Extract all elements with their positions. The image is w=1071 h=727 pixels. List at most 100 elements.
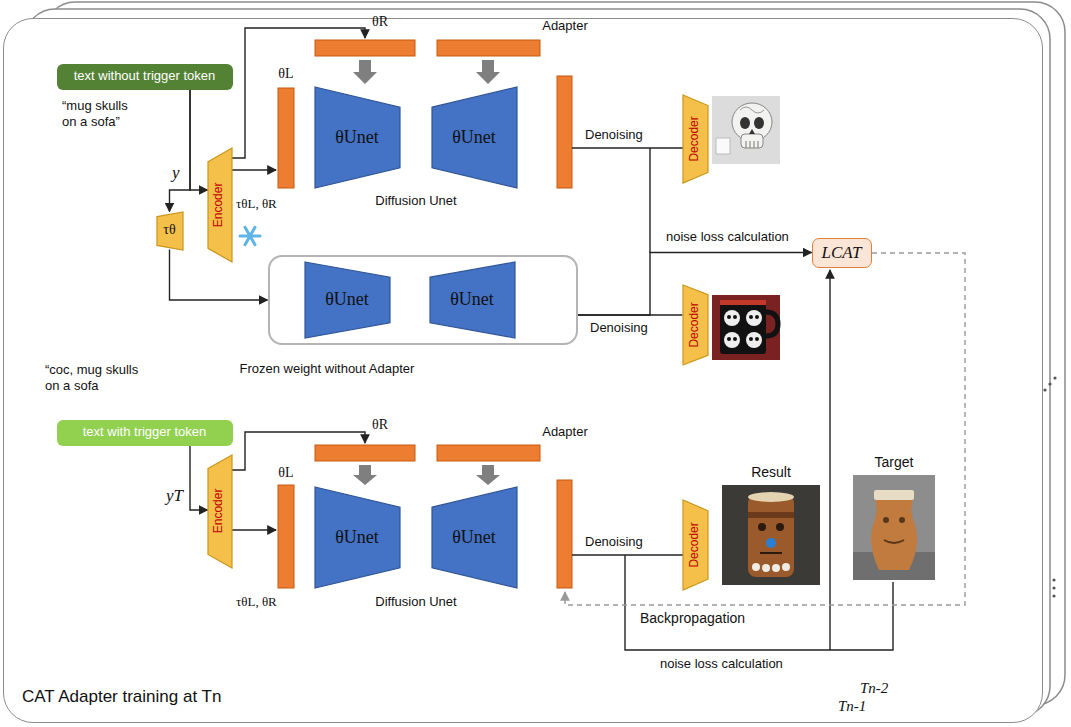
drawing-part <box>722 485 820 585</box>
free-label: θR <box>372 14 388 31</box>
connector <box>190 446 208 511</box>
backprop-line <box>565 253 965 605</box>
encoder-shape: Encoder <box>208 455 232 568</box>
wires <box>232 28 893 650</box>
adapter-bar <box>557 480 572 588</box>
unet-block: θUnet <box>432 87 517 188</box>
adapter-bars <box>278 40 572 588</box>
decoder-shape: Decoder <box>683 95 708 183</box>
outline-shape <box>683 95 708 183</box>
training-panel: text without trigger tokenEncoder θUnet θU… <box>3 18 1043 723</box>
lora-bar <box>278 485 294 588</box>
free-label: Backpropagation <box>640 610 745 627</box>
wire <box>829 270 830 650</box>
outline-shape <box>305 262 390 338</box>
outline-shape <box>432 487 517 588</box>
drawing-part <box>883 517 889 523</box>
outline-shape <box>315 87 400 188</box>
drawing-part <box>766 312 778 336</box>
loss-box: LCAT <box>812 238 872 268</box>
wire <box>625 555 893 650</box>
lora-bar <box>437 445 540 461</box>
free-label: τθL, θR <box>236 594 277 610</box>
free-label: τθL, θR <box>236 196 277 212</box>
unet-block: θUnet <box>305 262 390 338</box>
drawing-part <box>245 227 255 244</box>
drawing-part <box>749 129 755 134</box>
free-label: Diffusion Unet <box>375 193 456 209</box>
rotated-label: Encoder <box>213 182 227 227</box>
drawing-part <box>749 315 753 319</box>
outline-shape <box>208 455 232 568</box>
drawing-part <box>727 315 731 319</box>
node-label: θUnet <box>325 289 369 310</box>
free-label: θL <box>278 465 293 482</box>
text-encoder-shape: τθ <box>157 212 183 250</box>
drawing-part <box>748 492 794 502</box>
drawing-part <box>733 315 737 319</box>
drawing-part <box>720 300 766 305</box>
free-label: Result <box>751 464 791 481</box>
drawing-part <box>772 564 780 572</box>
node-label: θUnet <box>450 289 494 310</box>
unet-block: θUnet <box>315 487 400 588</box>
node-label: θUnet <box>452 527 496 548</box>
drawing-part <box>727 337 731 341</box>
wire <box>232 432 365 470</box>
drawing-part <box>712 96 780 164</box>
drawing-part <box>752 563 760 571</box>
free-label: “mug skulls on a sofa” <box>62 98 138 129</box>
drawing-part <box>746 310 762 326</box>
wire <box>232 169 276 170</box>
drawing-part <box>758 523 766 531</box>
drawing-part <box>752 563 790 572</box>
drawing-part <box>776 523 784 531</box>
drawing-part <box>899 517 905 523</box>
node-label: text with trigger token <box>83 425 207 440</box>
encoder-shape: Encoder <box>208 148 232 262</box>
lora-bar <box>315 445 415 461</box>
free-label: y <box>172 163 180 183</box>
free-label: Adapter <box>542 424 588 440</box>
drawing-part <box>749 337 753 341</box>
unet-block: θUnet <box>432 487 517 588</box>
drawing-part <box>1052 594 1055 597</box>
node-label: Frozen weight without Adapter <box>240 362 415 377</box>
node-label: CAT Adapter training at Tn <box>22 687 221 707</box>
free-label: Target <box>875 454 914 471</box>
drawing-part <box>762 564 770 572</box>
drawing-part <box>720 302 766 354</box>
free-label: θR <box>372 417 388 434</box>
drawing-part <box>782 563 790 571</box>
free-label: Tn-2 <box>860 679 888 697</box>
free-label: Diffusion Unet <box>375 594 456 610</box>
connector <box>190 90 208 191</box>
decoder-shape: Decoder <box>683 500 708 590</box>
free-label: yT <box>166 486 183 506</box>
wire <box>649 148 650 253</box>
drawing-part <box>353 465 377 485</box>
drawing-part <box>874 490 914 500</box>
free-label: noise loss calculation <box>660 656 783 672</box>
node-label: θUnet <box>335 527 379 548</box>
free-label: Adapter <box>542 18 588 34</box>
skull-image <box>712 96 780 164</box>
drawing-part <box>853 475 935 580</box>
node-label: θUnet <box>335 127 379 148</box>
outline-shape <box>315 487 400 588</box>
wire <box>572 554 683 555</box>
drawing-part <box>748 495 794 577</box>
wire <box>572 147 683 148</box>
unet-block: θUnet <box>315 87 400 188</box>
connector <box>170 250 268 301</box>
drawing-part <box>1052 578 1055 581</box>
unet-block: θUnet <box>430 262 515 338</box>
outline-shape <box>432 87 517 188</box>
node-label: text without trigger token <box>74 69 216 84</box>
drawing-part <box>766 538 776 548</box>
drawing-part <box>716 138 730 154</box>
drawing-part <box>476 465 500 485</box>
edge-label: noise loss calculation <box>664 229 791 245</box>
